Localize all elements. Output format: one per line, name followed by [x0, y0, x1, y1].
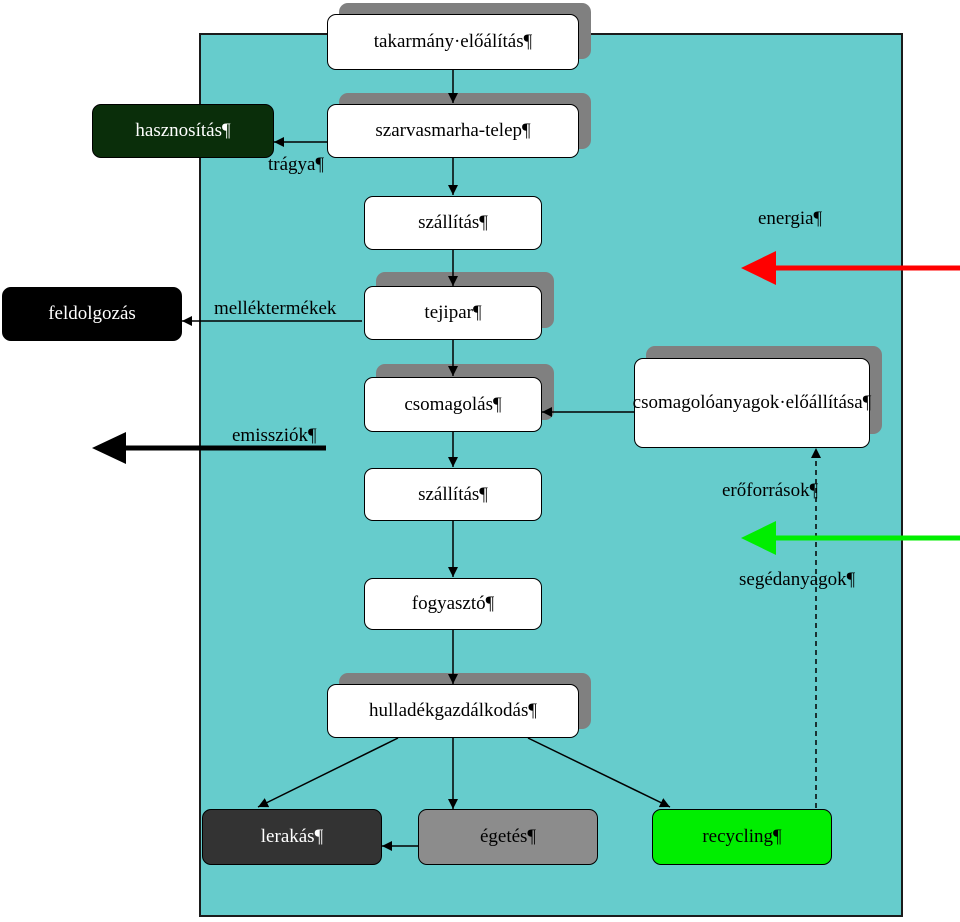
node-takarmany-eloallitas: takarmány·előálítás¶	[327, 14, 579, 70]
node-hasznositas: hasznosítás¶	[92, 104, 274, 158]
node-lerakas: lerakás¶	[202, 809, 382, 865]
node-fogyaszto: fogyasztó¶	[364, 578, 542, 630]
label-melleaktermekek: melléktermékek	[214, 298, 337, 319]
system-boundary	[199, 33, 903, 917]
node-szarvasmarha-telep: szarvasmarha-telep¶	[327, 104, 579, 158]
node-szallitas-1: szállítás¶	[364, 196, 542, 250]
node-szallitas-2: szállítás¶	[364, 468, 542, 521]
label-energia: energia¶	[758, 208, 823, 229]
resource-arrow-head	[741, 521, 776, 555]
label-eroforrasok: erőforrások¶	[722, 480, 819, 501]
arrow-hulladek-recycling	[527, 737, 671, 808]
node-hulladekgazdalkodas: hulladékgazdálkodás¶	[327, 684, 579, 738]
node-egetes: égetés¶	[418, 809, 598, 865]
emission-arrow-head	[92, 432, 126, 464]
node-tejipar: tejipar¶	[364, 286, 542, 340]
node-recycling: recycling¶	[652, 809, 832, 865]
node-feldolgozas: feldolgozás	[2, 287, 182, 341]
label-segedanyagok: segédanyagok¶	[739, 569, 856, 590]
label-tragya: trágya¶	[268, 154, 325, 175]
energy-arrow-head	[741, 251, 776, 285]
node-csomagoloanyagok-eloallitasa: csomagolóanyagok·előállítása¶	[633, 358, 871, 448]
node-csomagolas: csomagolás¶	[364, 377, 542, 432]
label-emissziok: emissziók¶	[232, 425, 317, 446]
arrow-hulladek-lerakas	[257, 737, 399, 808]
